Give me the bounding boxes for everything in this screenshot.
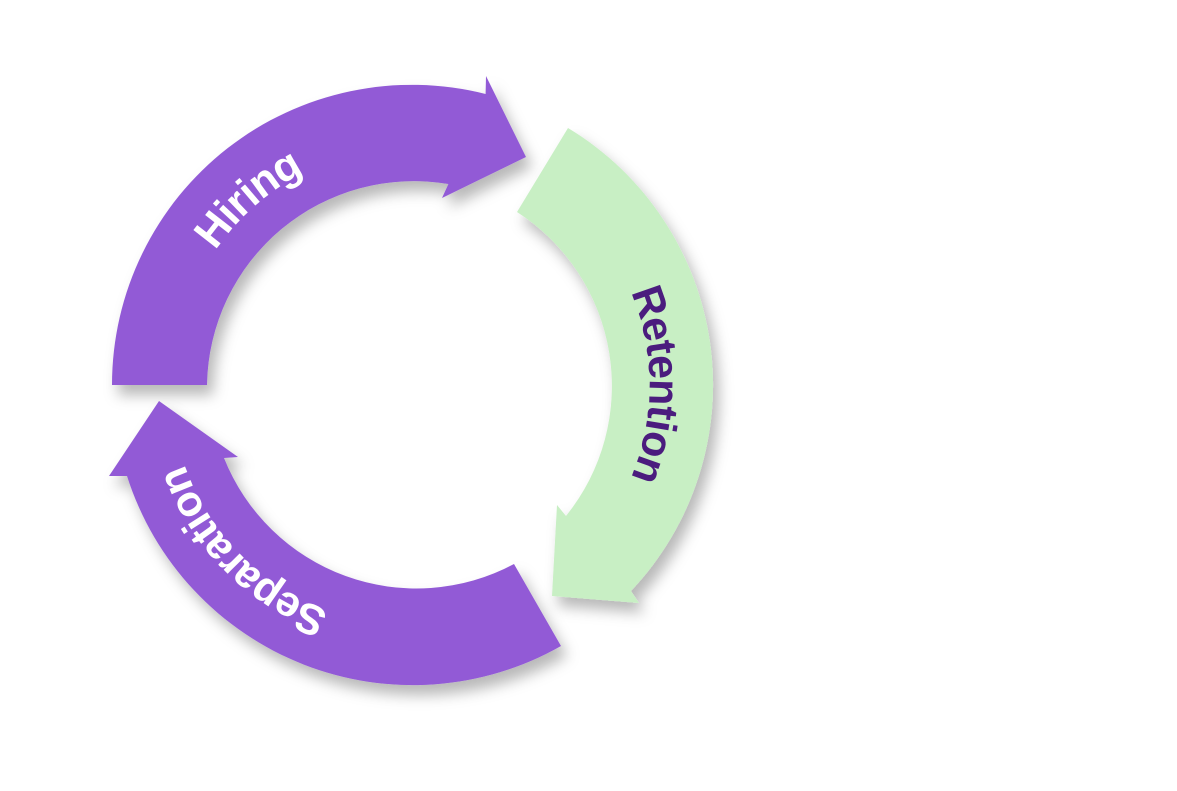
- retention-arrow: [517, 128, 714, 603]
- separation-arrow: [109, 401, 561, 686]
- hiring-arrow: [111, 76, 527, 385]
